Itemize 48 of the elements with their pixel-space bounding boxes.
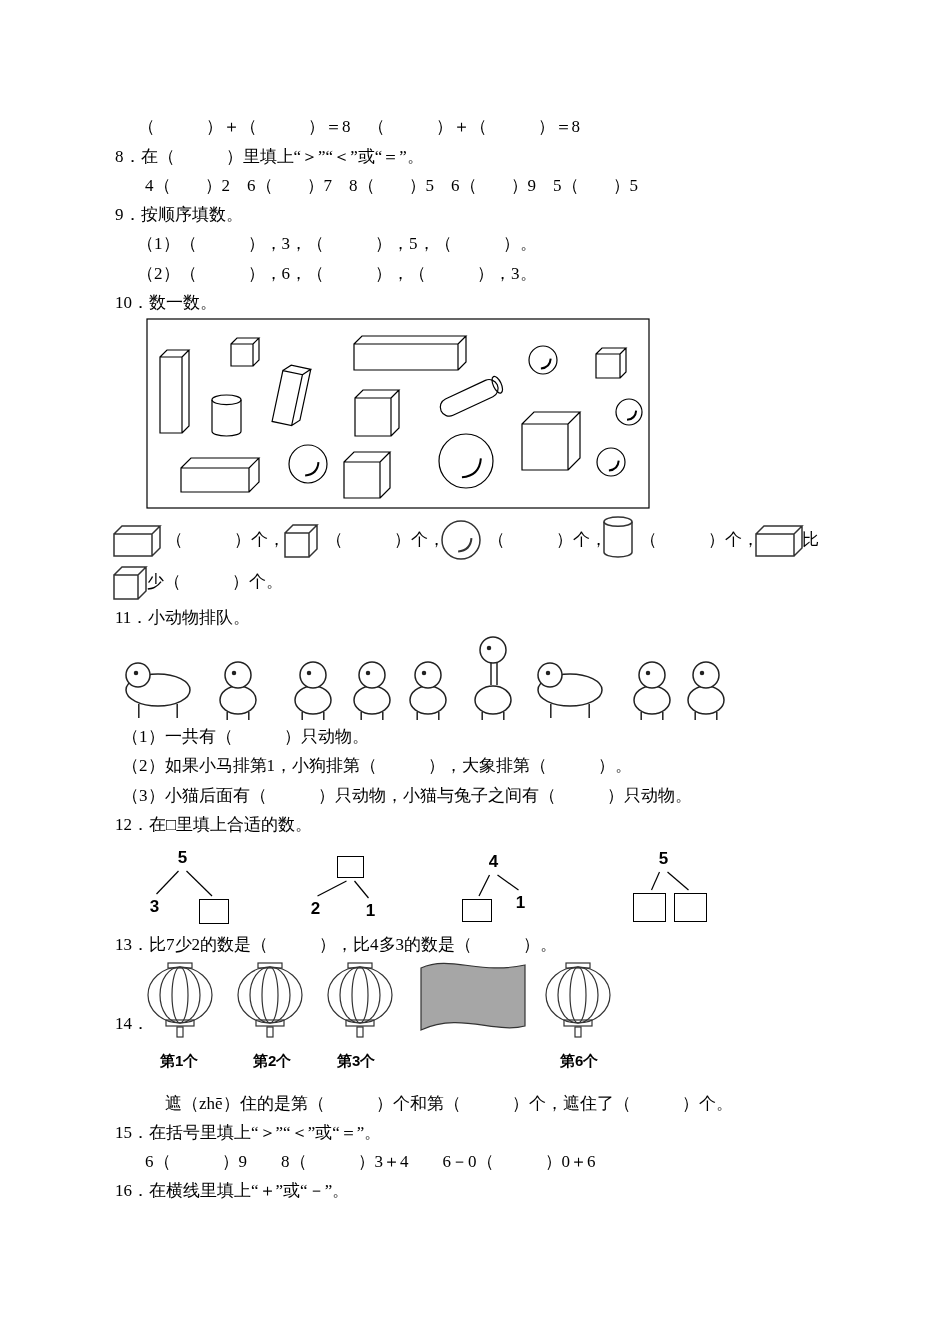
answer-box (199, 899, 229, 924)
connector-line (478, 874, 491, 897)
question-text: 11．小动物排队。 (115, 608, 251, 628)
connector-line (496, 874, 520, 891)
position-label: 第3个 (337, 1051, 376, 1071)
bond-number: 2 (308, 899, 323, 919)
question-text: （1）（ ），3，（ ），5，（ ）。 (137, 234, 537, 254)
bond-number: 5 (175, 848, 190, 868)
question-text: 14． (115, 1014, 149, 1034)
question-text: 4（ ）2 6（ ）7 8（ ）5 6（ ）9 5（ ）5 (145, 176, 638, 196)
question-text: （2）如果小马排第1，小狗排第（ ），大象排第（ ）。 (122, 756, 632, 776)
connector-line (316, 880, 348, 897)
connector-line (650, 871, 661, 891)
answer-box (633, 893, 666, 922)
connector-line (666, 871, 690, 891)
connector-line (185, 870, 213, 897)
bond-number: 3 (147, 897, 162, 917)
question-text: 8．在（ ）里填上“＞”“＜”或“＝”。 (115, 147, 424, 167)
question-text: 少（ ）个。 (147, 572, 283, 592)
question-text: 12．在□里填上合适的数。 (115, 815, 313, 835)
question-text: 9．按顺序填数。 (115, 205, 243, 225)
bond-number: 1 (364, 901, 377, 921)
question-text: 13．比7少2的数是（ ），比4多3的数是（ ）。 (115, 935, 557, 955)
question-text: 6（ ）9 8（ ）3＋4 6－0（ ）0＋6 (145, 1152, 596, 1172)
question-text: 10．数一数。 (115, 293, 217, 313)
question-text: （3）小猫后面有（ ）只动物，小猫与兔子之间有（ ）只动物。 (122, 786, 692, 806)
connector-line (155, 870, 180, 895)
bond-number: 1 (514, 893, 527, 913)
question-text: （ ）个， (488, 530, 607, 550)
connector-line (353, 880, 370, 899)
question-text: （ ）个， (640, 530, 759, 550)
question-text: 比 (802, 530, 819, 550)
position-label: 第1个 (160, 1051, 199, 1071)
question-text: 15．在括号里填上“＞”“＜”或“＝”。 (115, 1123, 382, 1143)
position-label: 第6个 (560, 1051, 599, 1071)
question-text: （1）一共有（ ）只动物。 (122, 727, 369, 747)
question-text: （ ）个， (326, 530, 445, 550)
question-text: （2）（ ），6，（ ），（ ），3。 (137, 264, 537, 284)
question-text: 遮（zhē）住的是第（ ）个和第（ ）个，遮住了（ ）个。 (165, 1094, 733, 1114)
answer-box (462, 899, 492, 922)
answer-box (674, 893, 707, 922)
question-text: （ ）个， (166, 530, 285, 550)
answer-box (337, 856, 364, 878)
bond-number: 5 (656, 849, 671, 869)
question-text: （ ）＋（ ）＝8 （ ）＋（ ）＝8 (138, 117, 580, 137)
position-label: 第2个 (253, 1051, 292, 1071)
question-text: 16．在横线里填上“＋”或“－”。 (115, 1181, 350, 1201)
bond-number: 4 (486, 852, 501, 872)
